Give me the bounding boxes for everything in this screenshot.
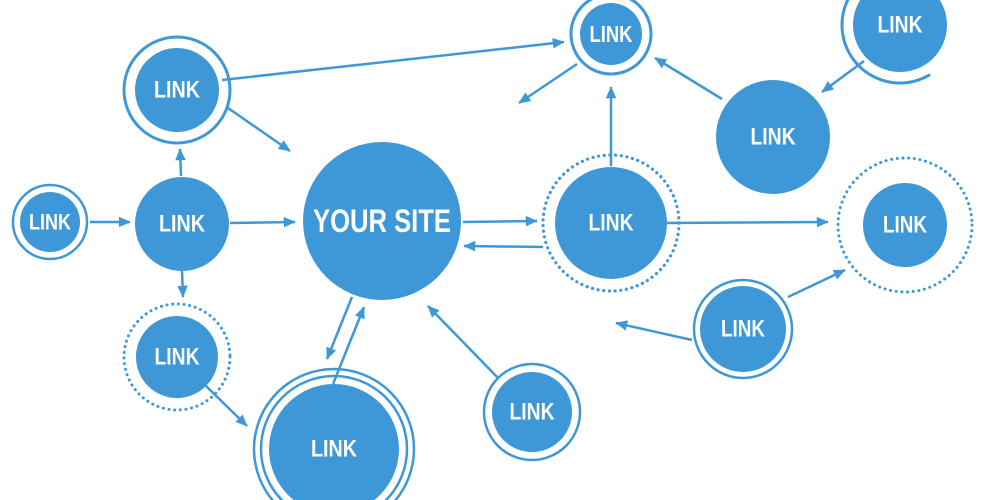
arrow-center-dotted-to-right-dotted [666, 216, 829, 228]
nodes-layer: YOUR SITE LINK LINK LINK LINK LINK LINK LINK LIN… [11, 0, 974, 500]
node-link-left: LINK [135, 177, 229, 271]
link-center-dotted-dotted-ring [541, 153, 681, 293]
link-bottom-middle-circle [492, 372, 572, 452]
link-top-left-solid-ring [122, 35, 232, 145]
link-bottom-middle-solid-ring [482, 362, 582, 462]
arrow-top-center-to-your-site [518, 62, 578, 105]
arrow-bottom-double-to-your-site [331, 306, 366, 385]
link-mid-right-label: LINK [721, 316, 766, 343]
arrow-bottom-middle-to-your-site [427, 305, 500, 380]
node-link-right-dotted: LINK [836, 156, 974, 294]
link-right-dotted-label: LINK [883, 212, 928, 239]
arrow-top-left-to-top-center [221, 38, 565, 82]
link-left-small-solid-ring [11, 183, 89, 261]
link-top-center-solid-ring [569, 0, 653, 76]
arrow-left-to-top-left [175, 148, 186, 177]
link-left-small-circle [20, 192, 80, 252]
node-link-center-dotted: LINK [541, 153, 681, 293]
arrow-left-to-bottom-left-dotted [177, 270, 188, 298]
link-top-left-label: LINK [154, 77, 201, 104]
link-center-dotted-label: LINK [589, 210, 635, 237]
arrow-bottom-left-dotted-to-bottom-double [205, 385, 248, 427]
arrow-your-site-to-center-dotted [462, 215, 538, 227]
arrow-left-to-your-site [229, 216, 296, 228]
arrow-mid-right-to-center-dotted [615, 320, 693, 342]
link-bottom-middle-label: LINK [510, 399, 556, 426]
link-right-label: LINK [751, 124, 797, 151]
node-link-top-center: LINK [569, 0, 653, 76]
arrow-top-right-to-right [821, 59, 865, 94]
arrow-right-to-top-center [654, 56, 723, 101]
link-right-dotted-dotted-ring [836, 156, 974, 294]
link-left-small-label: LINK [29, 210, 71, 235]
arrow-your-site-to-bottom-double [325, 296, 354, 360]
link-bottom-double-solid-ring-2 [252, 367, 416, 500]
link-bottom-left-dotted-label: LINK [155, 344, 201, 371]
arrow-center-dotted-to-your-site [463, 240, 544, 252]
edges-layer [90, 38, 865, 427]
link-right-circle [716, 80, 830, 194]
node-link-bottom-left-dotted: LINK [122, 302, 232, 412]
link-top-right-circle [853, 0, 947, 72]
your-site-circle [303, 142, 461, 300]
link-center-dotted-circle [555, 167, 667, 279]
node-link-mid-right: LINK [692, 278, 794, 380]
arrow-top-left-to-your-site [227, 106, 291, 153]
link-top-right-arc-ring [840, 0, 931, 85]
your-site-label: YOUR SITE [313, 203, 451, 239]
node-link-bottom-double: LINK [252, 367, 416, 500]
node-link-top-right: LINK [840, 0, 947, 85]
link-mid-right-solid-ring [692, 278, 794, 380]
link-bottom-left-dotted-dotted-ring [122, 302, 232, 412]
node-your-site: YOUR SITE [303, 142, 461, 300]
node-link-left-small: LINK [11, 183, 89, 261]
link-top-right-label: LINK [878, 12, 924, 39]
link-right-dotted-circle [863, 183, 947, 267]
link-top-center-circle [580, 3, 642, 65]
link-mid-right-circle [700, 286, 786, 372]
link-bottom-left-dotted-circle [136, 316, 218, 398]
link-bottom-double-solid-ring [259, 374, 409, 500]
link-top-left-circle [135, 48, 219, 132]
node-link-right: LINK [716, 80, 830, 194]
link-bottom-double-label: LINK [311, 436, 358, 463]
arrow-mid-right-to-right-dotted [787, 268, 846, 299]
link-top-center-label: LINK [590, 21, 633, 47]
link-left-circle [135, 177, 229, 271]
node-link-top-left: LINK [122, 35, 232, 145]
link-left-label: LINK [159, 211, 206, 238]
link-bottom-double-circle [269, 384, 399, 500]
node-link-bottom-middle: LINK [482, 362, 582, 462]
